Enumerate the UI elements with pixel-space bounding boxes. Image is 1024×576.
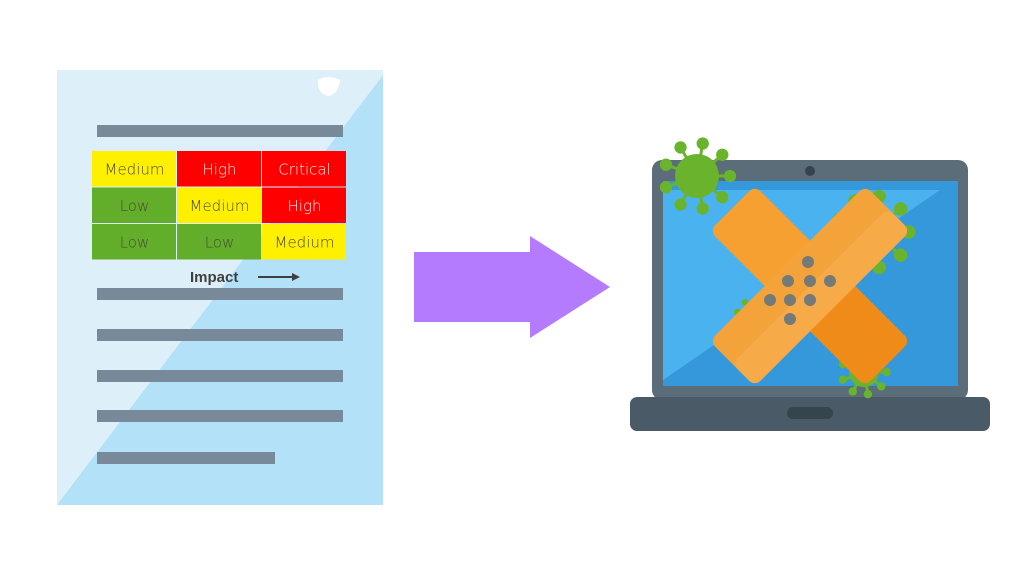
matrix-cell-label: Medium [105,160,165,178]
text-line [97,370,343,382]
matrix-cell-low: Low [92,224,176,260]
matrix-cell-label: High [203,160,237,178]
matrix-cell-medium: Medium [92,151,176,187]
impact-arrow-icon [258,273,300,281]
matrix-cell-low: Low [177,224,261,260]
text-line [97,125,343,137]
matrix-cell-label: Medium [275,233,335,251]
matrix-cell-medium: Medium [262,224,346,260]
text-line [97,410,343,422]
matrix-cell-label: High [288,197,322,215]
matrix-cell-critical: Critical [262,151,346,187]
virus-icon [659,137,737,215]
bandage-icon [712,188,908,384]
matrix-cell-high: High [177,151,261,187]
text-line [97,452,275,464]
matrix-cell-label: Critical [278,160,330,178]
camera-icon [805,166,815,176]
matrix-cell-high: High [262,187,346,223]
text-line [97,329,343,341]
matrix-cell-low: Low [92,187,176,223]
matrix-cell-label: Low [205,233,235,251]
matrix-cell-label: Low [120,197,150,215]
arrow-right-icon [414,236,610,338]
trackpad [787,407,833,419]
matrix-cell-label: Medium [190,197,250,215]
matrix-cell-label: Low [120,233,150,251]
matrix-cell-medium: Medium [177,187,261,223]
text-line [97,288,343,300]
impact-axis-label: Impact [190,269,238,286]
